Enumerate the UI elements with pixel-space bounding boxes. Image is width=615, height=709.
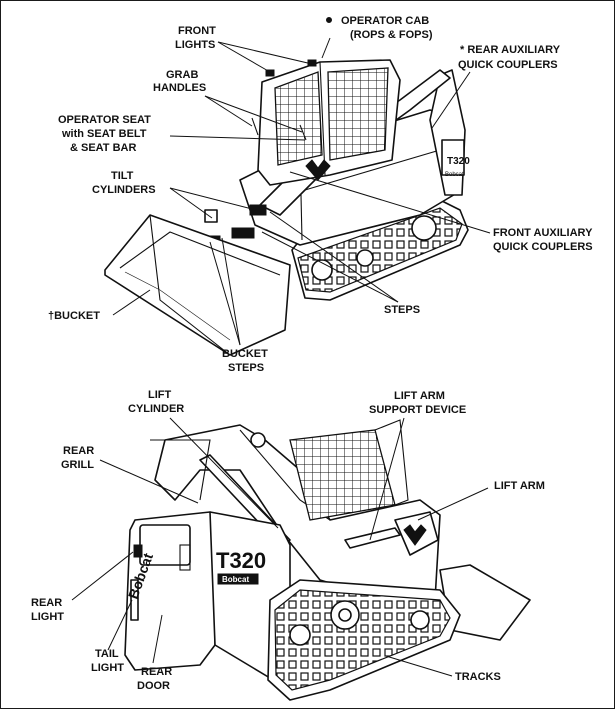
label-rear-aux-2: QUICK COUPLERS <box>458 59 558 71</box>
label-operator-cab-rops: (ROPS & FOPS) <box>350 29 433 41</box>
label-rear-light-2: LIGHT <box>31 611 64 623</box>
brand-badge-front: Bobcat <box>445 172 464 178</box>
cab-marker-dot-icon <box>326 17 332 23</box>
label-front-aux-2: QUICK COUPLERS <box>493 241 593 253</box>
label-lift-arm-support: LIFT ARM <box>394 390 445 402</box>
label-rear-grill-2: GRILL <box>61 459 94 471</box>
label-operator-seat-2: with SEAT BELT <box>61 128 147 140</box>
model-number-front: T320 <box>447 156 470 167</box>
front-view-loader: T320 Bobcat <box>104 59 470 356</box>
label-rear-door: REAR <box>141 666 172 678</box>
model-number-rear: T320 <box>216 548 266 573</box>
label-lift-cylinder: LIFT <box>148 389 171 401</box>
label-bucket: †BUCKET <box>48 310 100 322</box>
label-front-lights: FRONT <box>178 25 216 37</box>
label-lift-arm-support-2: SUPPORT DEVICE <box>369 404 466 416</box>
label-front-lights-2: LIGHTS <box>175 39 215 51</box>
label-grab-handles-2: HANDLES <box>153 82 206 94</box>
top-labels: OPERATOR CAB (ROPS & FOPS) FRONT LIGHTS … <box>48 15 593 374</box>
bobcat-logo-icon <box>305 159 331 181</box>
brand-badge-rear: Bobcat <box>222 575 249 584</box>
label-bucket-steps-2: STEPS <box>228 362 264 374</box>
label-rear-light: REAR <box>31 597 62 609</box>
bottom-labels: LIFT CYLINDER LIFT ARM SUPPORT DEVICE RE… <box>31 389 545 692</box>
top-leader-lines <box>112 17 491 346</box>
label-tilt-cylinders-2: CYLINDERS <box>92 184 156 196</box>
label-tail-light-2: LIGHT <box>91 662 124 674</box>
rear-view-loader: Bobcat T320 Bobcat <box>124 419 531 701</box>
bottom-leader-lines <box>71 417 489 677</box>
label-operator-seat: OPERATOR SEAT <box>58 114 151 126</box>
label-lift-cylinder-2: CYLINDER <box>128 403 184 415</box>
bobcat-logo-icon <box>403 524 427 546</box>
label-rear-aux: * REAR AUXILIARY <box>460 44 561 56</box>
label-operator-cab: OPERATOR CAB <box>341 15 429 27</box>
label-rear-door-2: DOOR <box>137 680 170 692</box>
label-tilt-cylinders: TILT <box>111 170 134 182</box>
label-grab-handles: GRAB <box>166 69 198 81</box>
label-operator-seat-3: & SEAT BAR <box>70 142 136 154</box>
label-steps: STEPS <box>384 304 420 316</box>
label-tail-light: TAIL <box>95 648 119 660</box>
label-rear-grill: REAR <box>63 445 94 457</box>
label-bucket-steps: BUCKET <box>222 348 268 360</box>
label-front-aux: FRONT AUXILIARY <box>493 227 593 239</box>
label-tracks: TRACKS <box>455 671 501 683</box>
label-lift-arm: LIFT ARM <box>494 480 545 492</box>
